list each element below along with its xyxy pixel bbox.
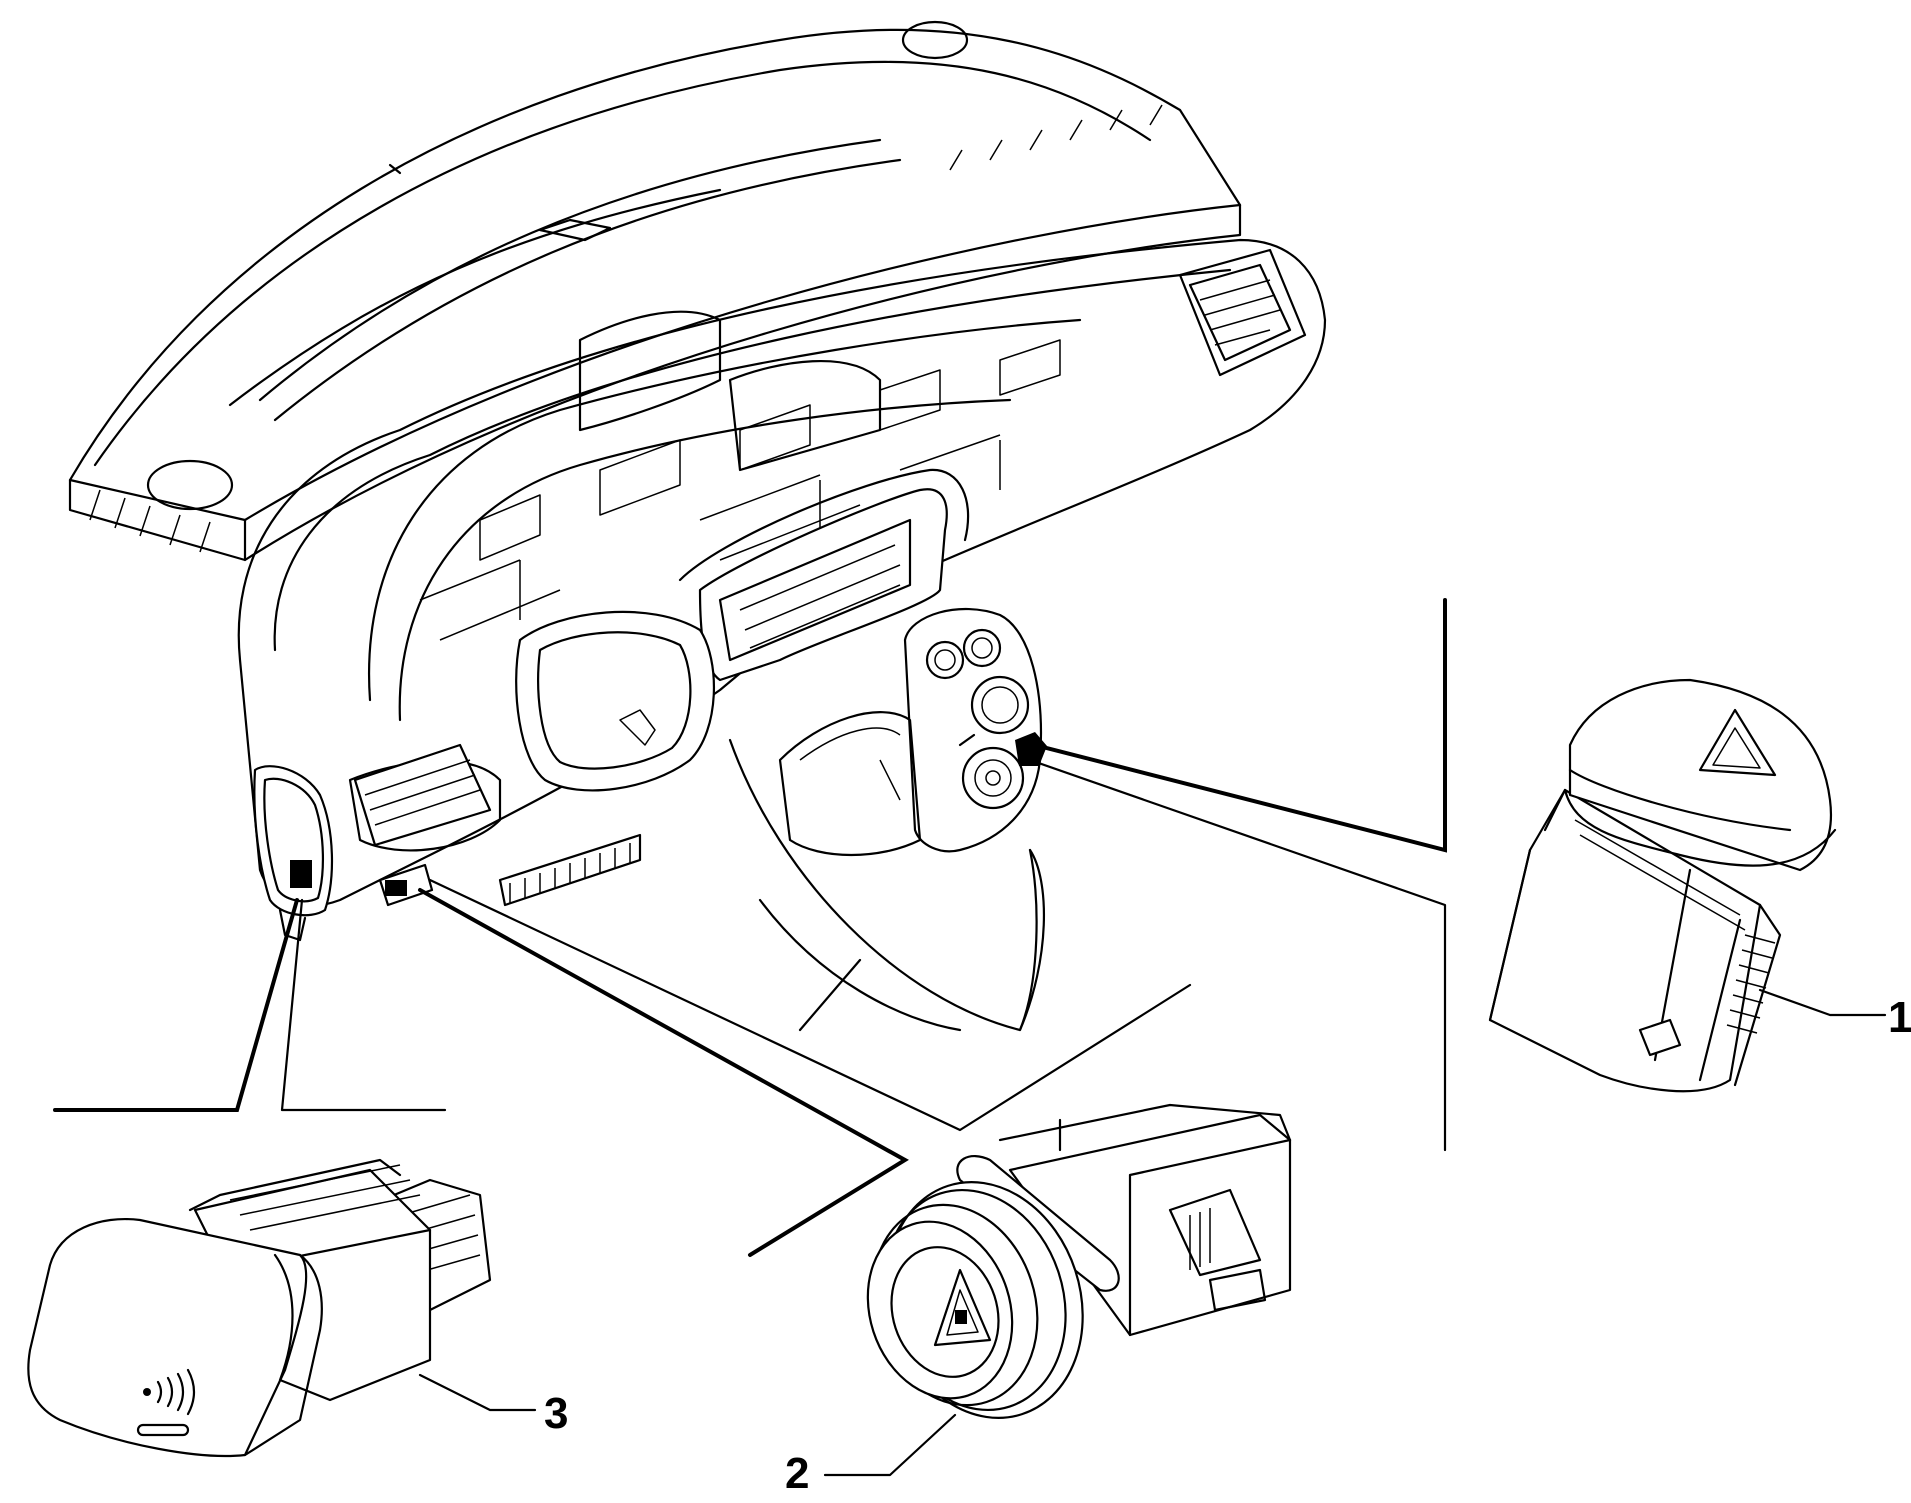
part-3-parking-sensor-switch: 3 xyxy=(27,1158,568,1458)
callout-2: 2 xyxy=(785,1449,809,1498)
callout-1: 1 xyxy=(1888,993,1911,1042)
callout-3: 3 xyxy=(544,1389,568,1438)
part-1-hazard-switch: 1 xyxy=(1488,678,1911,1093)
leader-lines xyxy=(53,598,1447,1257)
hazard-triangle-icon xyxy=(1698,708,1777,777)
parking-sensor-icon xyxy=(143,1368,196,1416)
hazard-triangle-icon-2 xyxy=(933,1268,992,1347)
part-2-hazard-switch: 2 xyxy=(785,1103,1292,1498)
dashboard-assembly xyxy=(68,20,1327,1032)
